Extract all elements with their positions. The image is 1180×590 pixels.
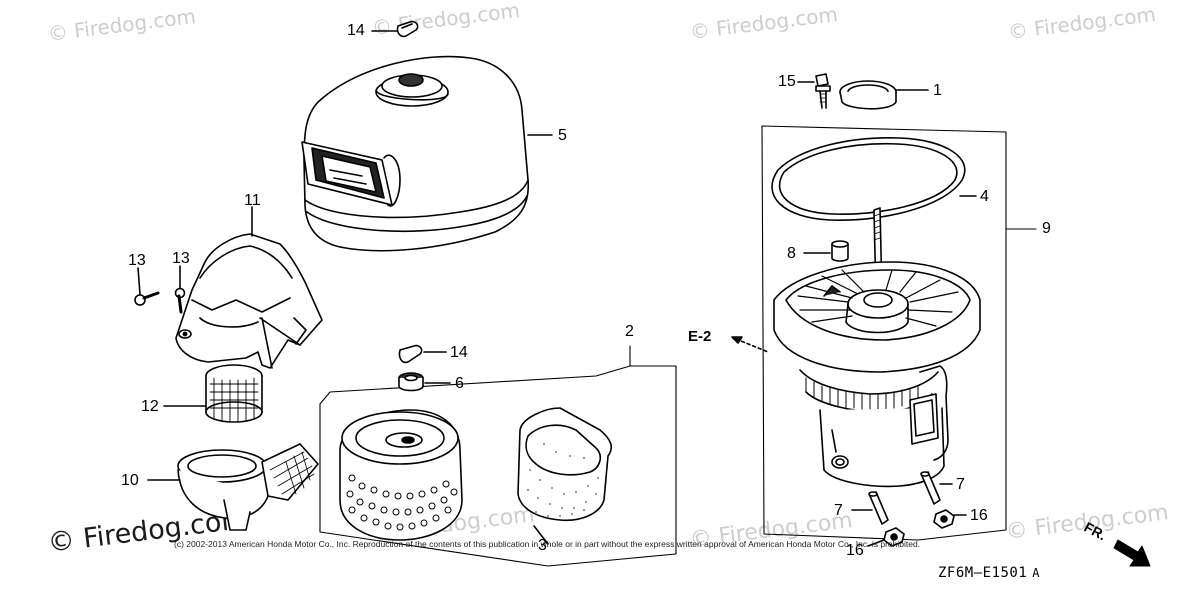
part-number-16-right: 16 [970, 507, 988, 524]
part-3-paper-element [339, 409, 463, 541]
part-10-elbow [147, 443, 319, 531]
part-number-14-top: 14 [347, 22, 365, 39]
diagram-code: ZF6M—E1501 A [938, 566, 1040, 580]
part-9-air-cleaner-case [773, 261, 981, 488]
part-number-10: 10 [121, 472, 139, 489]
part-number-3: 3 [538, 537, 547, 554]
part-number-13-right: 13 [172, 250, 190, 267]
part-number-5: 5 [558, 127, 567, 144]
part-14-clip-top [371, 20, 419, 38]
part-number-14-lower: 14 [450, 344, 468, 361]
part-number-9: 9 [1042, 220, 1051, 237]
part-4-gasket [771, 136, 977, 221]
part-12-screen-filter [163, 364, 263, 423]
diagram-code-text: ZF6M—E1501 [938, 565, 1028, 581]
part-14-clip-lower [398, 344, 447, 364]
part-number-1: 1 [933, 82, 942, 99]
part-13-bolts [134, 265, 186, 314]
e2-reference-arrow [731, 336, 769, 353]
fr-direction-arrow [1113, 539, 1151, 567]
part-16-nuts [867, 509, 967, 547]
part-number-15: 15 [778, 73, 796, 90]
part-number-6: 6 [455, 375, 464, 392]
part-number-11: 11 [244, 192, 261, 209]
part-11-intake-duct [175, 206, 323, 369]
part-number-2: 2 [625, 323, 634, 340]
part-number-16-left: 16 [846, 542, 864, 559]
part-number-8: 8 [787, 245, 796, 262]
part-number-12: 12 [141, 398, 159, 415]
part-6-grommet [398, 372, 451, 392]
part-15-bolt [797, 73, 831, 109]
part-number-4: 4 [980, 188, 989, 205]
part-number-7-right: 7 [956, 476, 965, 493]
part-number-7-left: 7 [834, 502, 843, 519]
foam-pre-filter [517, 407, 613, 545]
part-5-air-cleaner-cover [301, 55, 530, 252]
part-7-pins [851, 471, 953, 525]
reference-label-e2: E-2 [688, 328, 712, 345]
part-number-13-left: 13 [128, 252, 146, 269]
part-1-ring [839, 80, 929, 110]
part-8-collar [803, 240, 849, 262]
copyright-notice: (c) 2002-2013 American Honda Motor Co., … [174, 539, 921, 549]
part-9-bracket [761, 125, 1037, 541]
diagram-revision: A [1032, 566, 1041, 580]
